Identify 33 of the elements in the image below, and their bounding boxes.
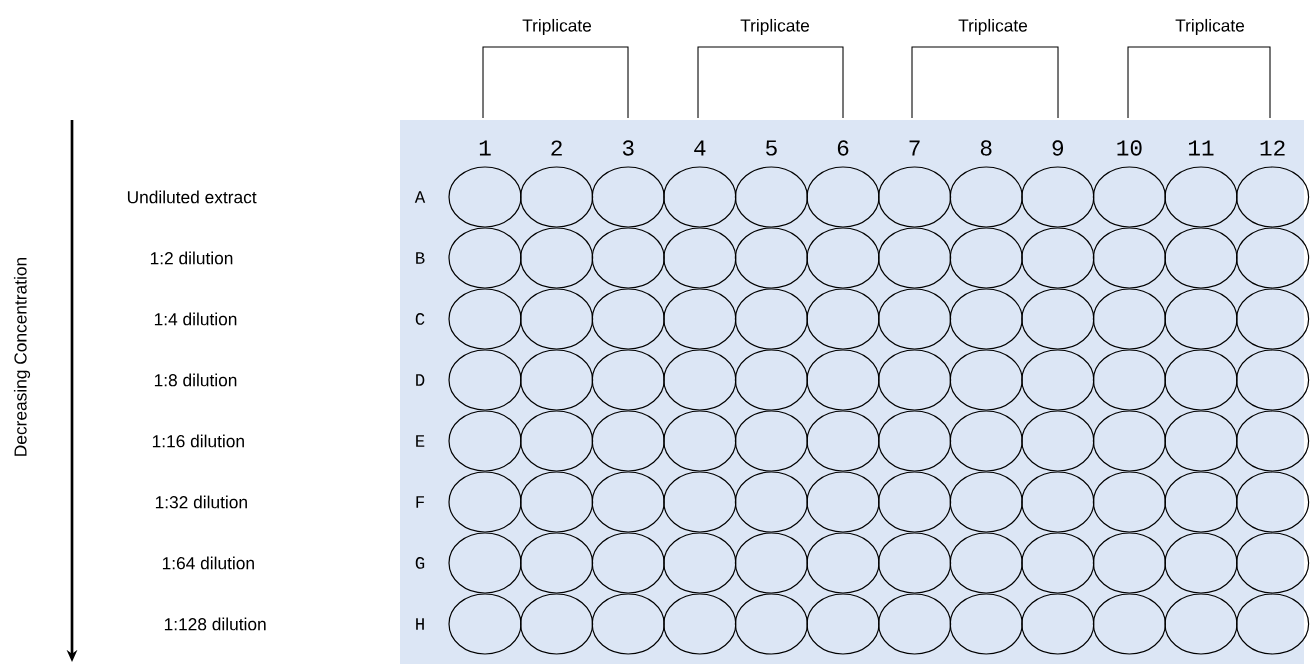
dilution-label: 1:4 dilution (154, 312, 237, 326)
dilution-label: 1:2 dilution (150, 251, 233, 265)
bracket-label: Triplicate (958, 18, 1028, 36)
row-letter: E (416, 435, 425, 447)
column-number: 5 (766, 140, 777, 156)
dilution-label: Undiluted extract (127, 190, 257, 204)
column-number: 3 (622, 140, 634, 156)
row-letter: B (416, 252, 425, 264)
dilution-label: 1:16 dilution (152, 434, 244, 448)
column-number: 4 (694, 140, 706, 156)
bracket-label: Triplicate (740, 18, 810, 36)
column-number: 6 (837, 140, 849, 156)
dilution-label: 1:32 dilution (155, 495, 247, 509)
column-number: 7 (909, 140, 920, 156)
dilution-label: 1:128 dilution (164, 617, 266, 631)
column-number: 11 (1189, 140, 1214, 156)
column-number: 10 (1117, 140, 1142, 156)
column-number: 12 (1260, 140, 1285, 156)
column-number: 2 (551, 140, 562, 156)
row-letter: C (415, 313, 425, 325)
column-number: 9 (1052, 140, 1064, 156)
bracket-label: Triplicate (1175, 18, 1245, 36)
column-number: 1 (479, 140, 491, 156)
bracket-label: Triplicate (522, 18, 592, 36)
row-letter: G (415, 557, 425, 569)
dilution-label: 1:64 dilution (162, 556, 254, 570)
row-letter: A (414, 191, 426, 203)
row-letter: H (416, 618, 424, 630)
axis-label: Decreasing Concentration (13, 257, 31, 456)
row-letter: D (416, 374, 425, 386)
row-letter: F (416, 496, 424, 508)
column-number: 8 (980, 140, 992, 156)
dilution-label: 1:8 dilution (154, 373, 237, 387)
